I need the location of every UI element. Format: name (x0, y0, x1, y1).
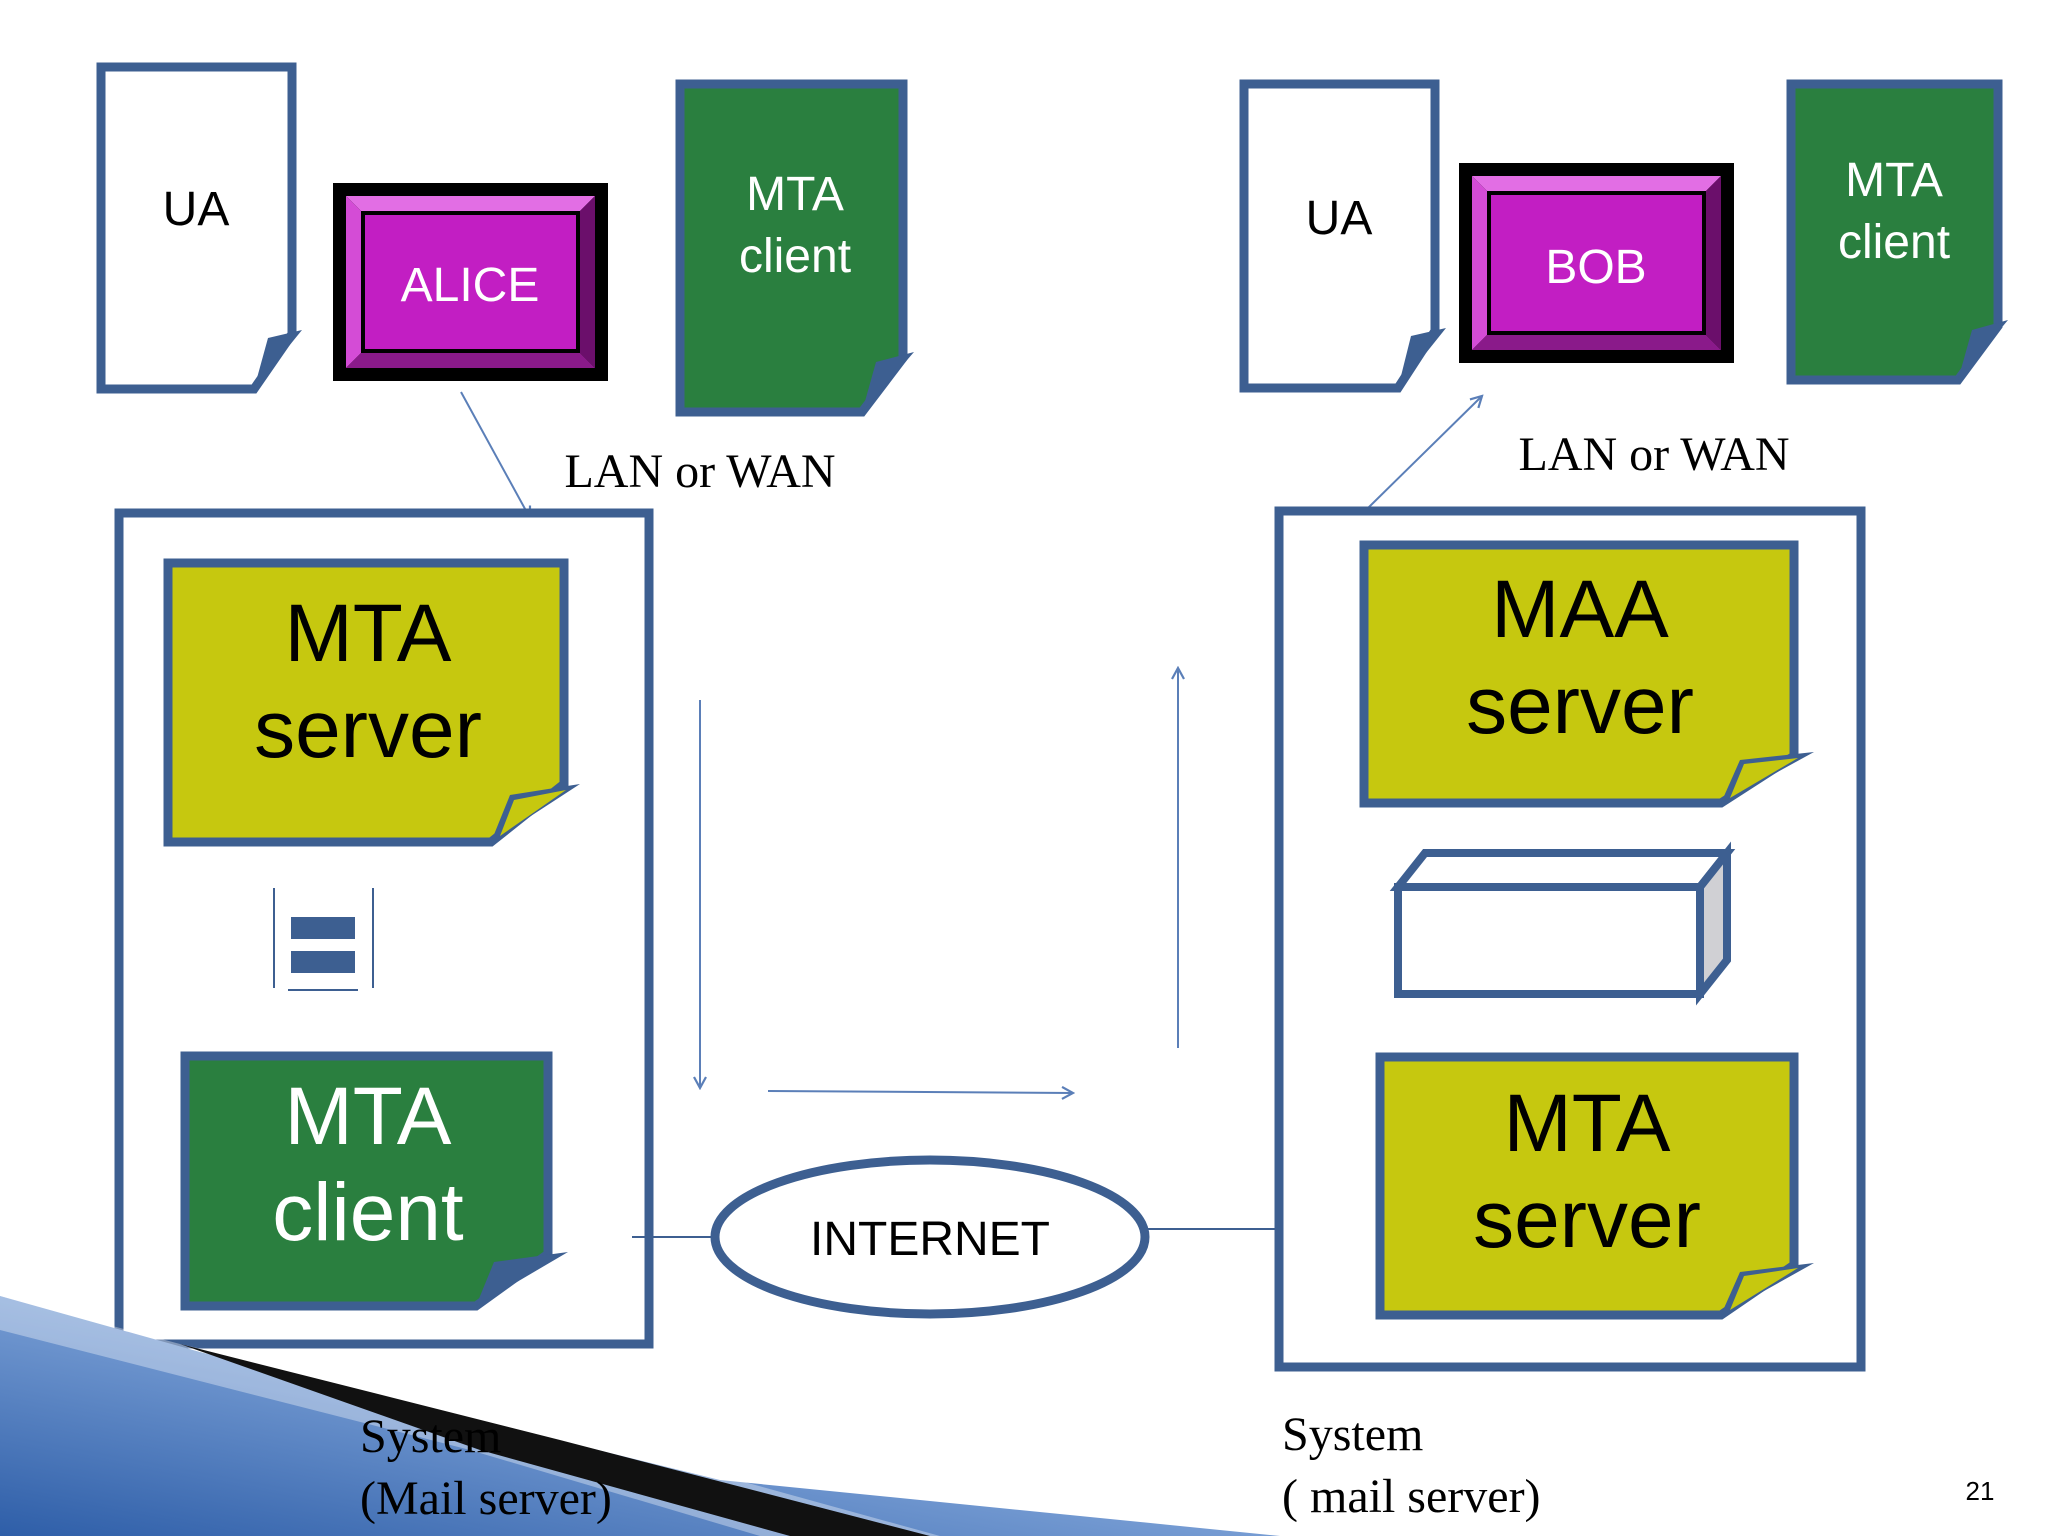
ua-document-right: UA (1239, 79, 1446, 393)
alice-label: ALICE (401, 259, 540, 312)
decorative-corner-swoosh (0, 1296, 1280, 1536)
left-system-label-line2: (Mail server) (360, 1472, 612, 1525)
decorative-highlight (0, 1296, 940, 1536)
server-to-bob-arrow (1367, 396, 1482, 509)
mta-client-document-left-inner: MTA client (180, 1051, 568, 1311)
alice-user-box: ALICE (333, 183, 608, 381)
ua-label: UA (163, 183, 230, 236)
mta-client-line1: MTA (746, 168, 844, 221)
mta-client-right-line2: client (1838, 216, 1950, 269)
mta-client-document-left-top: MTA client (675, 79, 914, 417)
lan-wan-label-left: LAN or WAN (564, 445, 835, 498)
mta-server-right-line1: MTA (1503, 1078, 1670, 1169)
lan-wan-label-right: LAN or WAN (1518, 428, 1789, 481)
inner-client-line1: MTA (284, 1071, 451, 1162)
right-system-label-line2: ( mail server) (1282, 1470, 1541, 1523)
ua-label-right: UA (1306, 192, 1373, 245)
mailbox-icon (1389, 841, 1736, 1006)
maa-server-line1: MAA (1491, 564, 1669, 655)
alice-to-server-arrow (460, 391, 530, 518)
bob-label: BOB (1545, 241, 1646, 294)
mta-server-document-right: MTA server (1375, 1052, 1814, 1320)
mta-server-line1: MTA (284, 588, 451, 679)
bob-user-box: BOB (1459, 163, 1734, 363)
mta-server-line2: server (254, 684, 482, 775)
ua-document-left: UA (96, 62, 302, 394)
internet-label: INTERNET (810, 1213, 1050, 1266)
decorative-dark-band (180, 1344, 930, 1536)
maa-server-document: MAA server (1359, 540, 1814, 808)
mta-client-right-line1: MTA (1845, 154, 1943, 207)
mta-server-document-left: MTA server (163, 558, 580, 847)
left-system-label-line1: System (360, 1410, 501, 1463)
slide-number: 21 (1966, 1476, 1995, 1506)
right-flow-arrow (767, 1091, 1073, 1093)
equals-icon (273, 888, 374, 991)
inner-client-line2: client (272, 1167, 464, 1258)
mta-client-document-right-top: MTA client (1786, 79, 2008, 385)
mta-server-right-line2: server (1473, 1174, 1701, 1265)
right-system-label-line1: System (1282, 1408, 1423, 1461)
mta-client-line2: client (739, 230, 851, 283)
internet-cloud: INTERNET (710, 1155, 1150, 1319)
maa-server-line2: server (1466, 660, 1694, 751)
